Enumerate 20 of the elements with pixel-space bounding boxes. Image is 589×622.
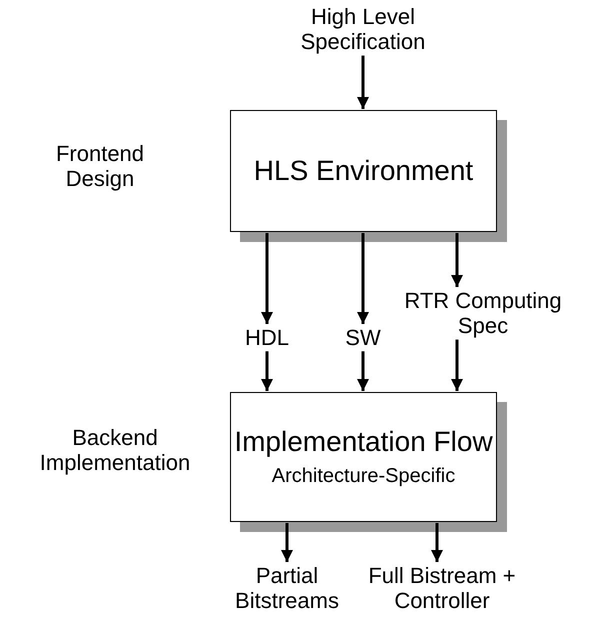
arrow [451, 340, 463, 391]
arrow [261, 351, 273, 391]
arrow [261, 233, 273, 324]
box-title: Implementation Flow [234, 426, 493, 459]
process-box [230, 110, 497, 232]
arrow [357, 56, 369, 109]
stage-label: Backend Implementation [38, 425, 192, 476]
flow-label: HDL [232, 325, 302, 350]
arrow [357, 351, 369, 391]
flow-label: Full Bistream + Controller [352, 563, 532, 614]
flow-label: High Level Specification [263, 4, 463, 55]
arrow [431, 523, 443, 562]
stage-label: Frontend Design [54, 141, 146, 192]
box-subtitle: Architecture-Specific [272, 464, 456, 488]
process-box [230, 392, 497, 522]
arrow [451, 233, 463, 287]
box-title: HLS Environment [254, 154, 474, 188]
flow-label: Partial Bitstreams [222, 563, 352, 614]
arrow [281, 523, 293, 562]
arrow [357, 233, 369, 324]
